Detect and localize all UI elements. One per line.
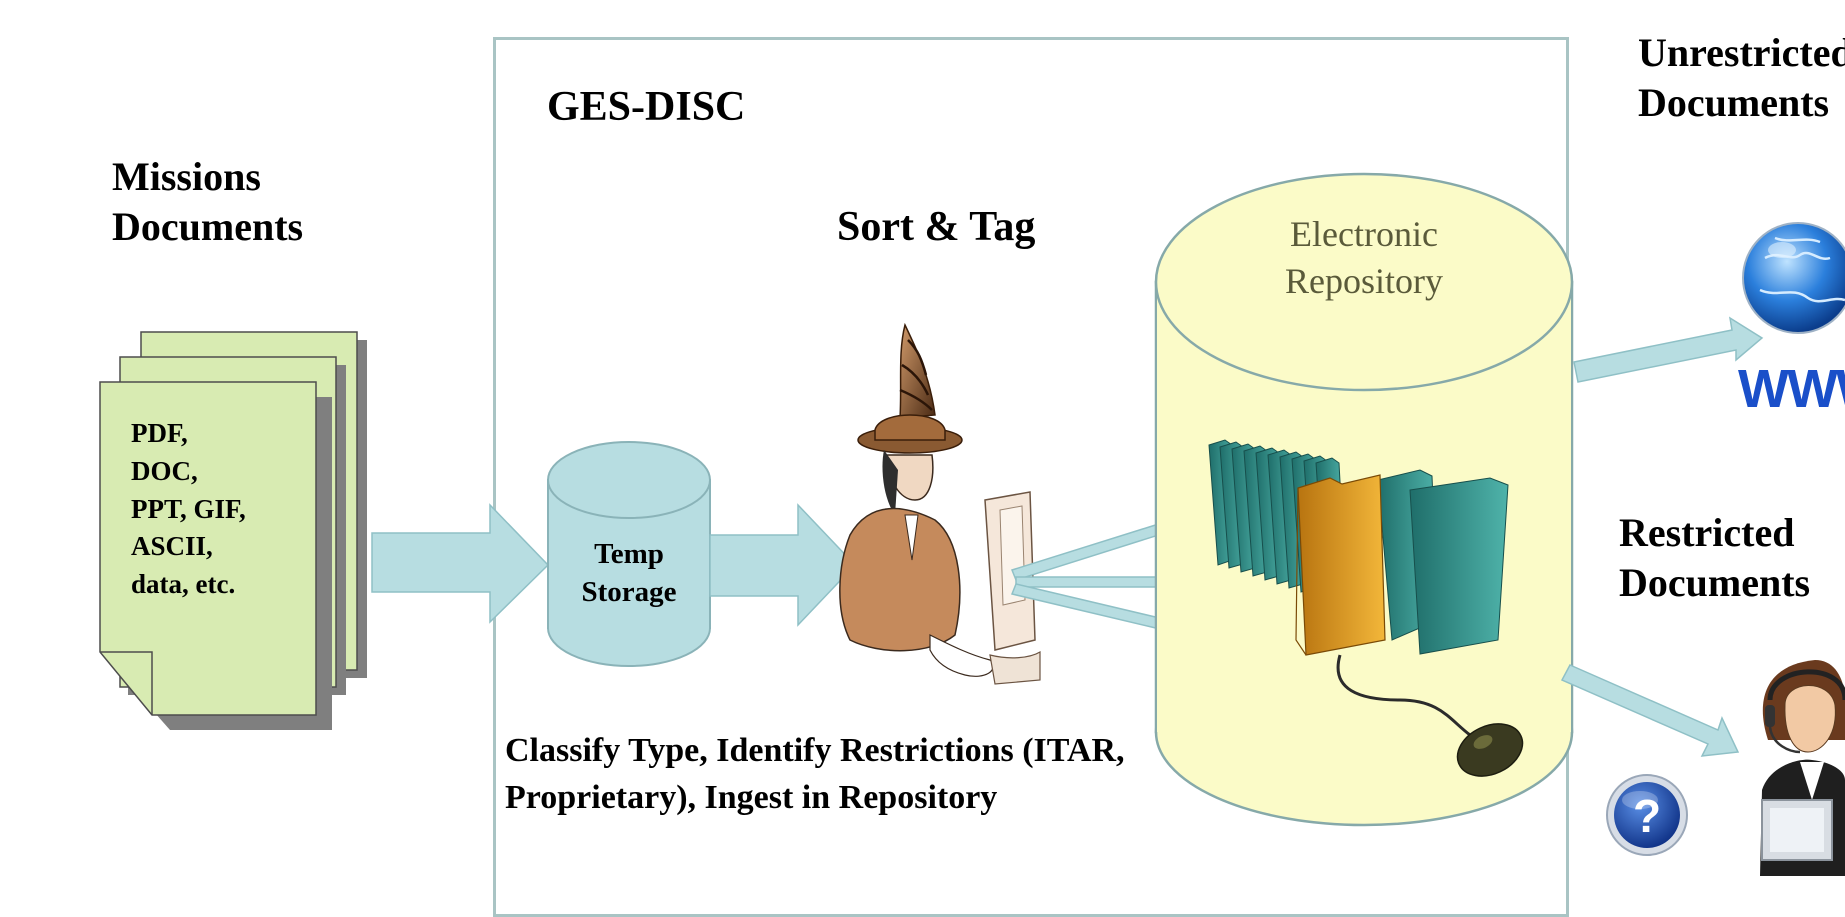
temp-storage-cylinder	[547, 441, 711, 667]
ges-disc-title: GES-DISC	[547, 84, 746, 130]
restricted-line-1: Restricted	[1619, 510, 1795, 555]
globe-icon	[1742, 222, 1845, 334]
format-item: DOC,	[131, 455, 198, 486]
sorting-hat-person-icon	[839, 322, 1041, 685]
unrestricted-documents-label: Unrestricted Documents	[1638, 28, 1845, 128]
sort-tag-label: Sort & Tag	[837, 204, 1036, 250]
document-formats-list: PDF, DOC, PPT, GIF, ASCII, data, etc.	[131, 415, 246, 604]
temp-storage-line-1: Temp	[594, 538, 664, 570]
format-item: PPT, GIF,	[131, 493, 246, 524]
repository-line-2: Repository	[1285, 260, 1443, 301]
restricted-line-2: Documents	[1619, 560, 1811, 605]
process-description: Classify Type, Identify Restrictions (IT…	[505, 728, 1125, 822]
unrestricted-line-2: Documents	[1638, 80, 1830, 125]
format-item: ASCII,	[131, 531, 213, 562]
unrestricted-arrow	[1573, 316, 1764, 383]
format-item: PDF,	[131, 418, 188, 448]
process-line-1: Classify Type, Identify Restrictions (IT…	[505, 732, 1125, 769]
missions-line-1: Missions	[112, 154, 261, 199]
unrestricted-line-1: Unrestricted	[1638, 30, 1845, 75]
diagram-graphics	[99, 172, 1845, 876]
process-line-2: Proprietary), Ingest in Repository	[505, 778, 998, 816]
www-label: WWW	[1738, 359, 1845, 419]
help-icon	[1606, 774, 1688, 856]
repository-line-1: Electronic	[1290, 214, 1438, 254]
diagram-canvas: Missions Documents PDF, DOC, PPT, GIF, A…	[99, 28, 1845, 917]
format-item: data, etc.	[131, 569, 236, 600]
repository-label: Electronic Repository	[1156, 211, 1572, 305]
help-glyph: ?	[1632, 790, 1662, 842]
restricted-arrow	[1560, 664, 1740, 757]
restricted-documents-label: Restricted Documents	[1619, 508, 1810, 608]
sort-arrow	[709, 503, 857, 627]
ingest-arrow	[371, 503, 550, 624]
support-agent-icon	[1760, 660, 1845, 876]
missions-documents-label: Missions Documents	[112, 152, 303, 252]
folders-icon	[1208, 439, 1524, 777]
temp-storage-label: Temp Storage	[548, 536, 710, 611]
temp-storage-line-2: Storage	[581, 575, 677, 608]
documents-stack-icon	[99, 331, 367, 730]
missions-line-2: Documents	[112, 204, 304, 249]
